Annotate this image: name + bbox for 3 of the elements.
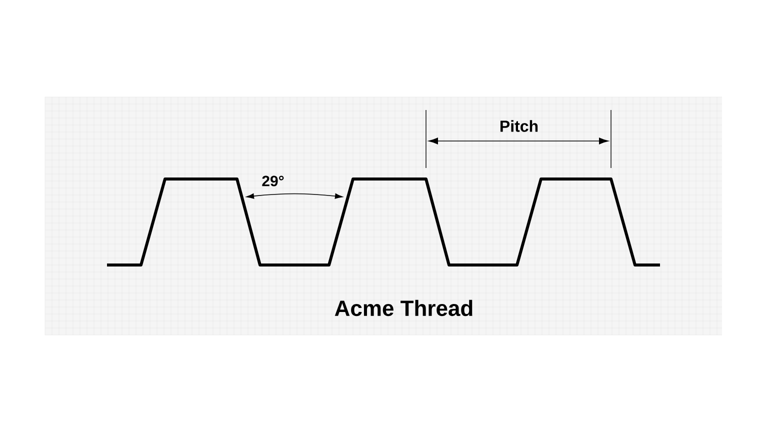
dimension-label: Pitch xyxy=(500,120,538,132)
angle-label: 29° xyxy=(262,176,284,186)
title: Acme Thread xyxy=(334,300,472,316)
